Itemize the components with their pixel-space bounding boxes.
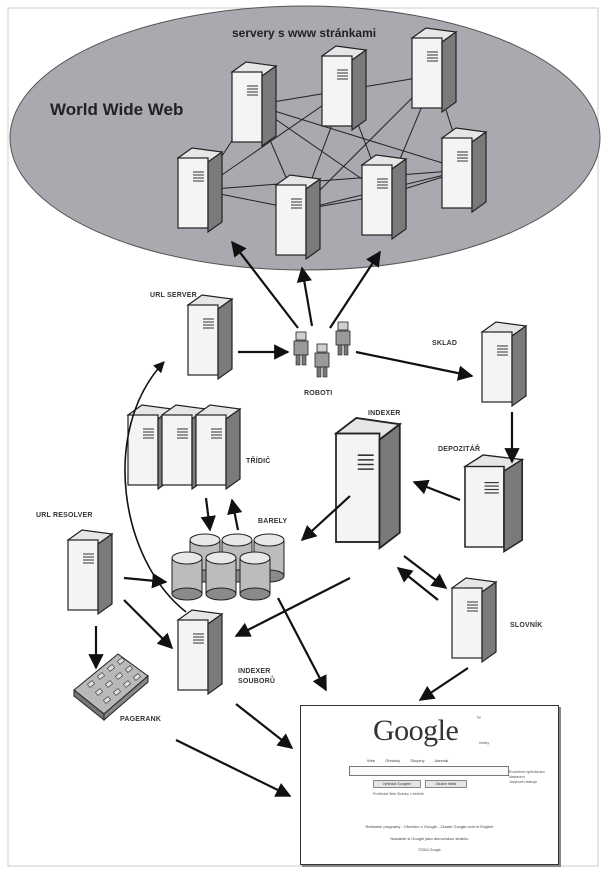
tab-web[interactable]: Web (367, 758, 376, 763)
barely-label: BARELY (258, 518, 288, 525)
web-server-2 (321, 45, 367, 131)
google-homepage: Google ™ česky Web Obrázky Skupiny Adres… (300, 705, 559, 865)
side-link-settings[interactable]: Nastavení (509, 775, 525, 779)
sklad-server-icon (481, 321, 527, 407)
tab-skupiny[interactable]: Skupiny (410, 758, 425, 763)
google-footer-homepage[interactable]: Nastavte si Google jako domovskou stránk… (390, 836, 469, 841)
side-link-advanced[interactable]: Rozšířené vyhledávání (509, 770, 545, 774)
url-server-icon (187, 294, 233, 380)
sklad-label: SKLAD (432, 340, 458, 347)
web-servers-label: servery s www stránkami (232, 26, 377, 40)
tridic-label: TŘÍDIČ (246, 458, 271, 465)
indexer-souboru-label-1: INDEXER (238, 668, 271, 675)
indexer-souboru-label-2: SOUBORŮ (238, 678, 276, 685)
barrels-icon (171, 533, 285, 601)
www-title: World Wide Web (50, 100, 184, 119)
indexer-label: INDEXER (368, 410, 401, 417)
tridic-servers-icon (127, 404, 241, 490)
side-link-tools[interactable]: Jazykové nástroje (509, 780, 538, 784)
url-resolver-label: URL RESOLVER (36, 512, 93, 519)
roboti-label: ROBOTI (304, 390, 333, 397)
google-tabs: Web Obrázky Skupiny Adresář (367, 758, 457, 763)
url-server-label: URL SERVER (150, 292, 197, 299)
google-search-button[interactable]: Vyhledat Googlem (373, 780, 421, 788)
google-trademark: ™ (476, 716, 481, 722)
depozitar-label: DEPOZITÁŘ (438, 446, 481, 453)
slovnik-server-icon (451, 577, 497, 663)
url-resolver-server-icon (67, 529, 113, 615)
pagerank-label: PAGERANK (120, 716, 162, 723)
google-search-input[interactable] (349, 766, 509, 776)
google-subtitle: česky (479, 740, 490, 745)
web-server-3 (411, 27, 457, 113)
tab-obrazky[interactable]: Obrázky (385, 758, 401, 763)
web-server-7 (441, 127, 487, 213)
indexer-souboru-server-icon (177, 609, 223, 695)
web-server-5 (275, 174, 321, 260)
indexer-server-icon (335, 417, 401, 550)
tab-adresar[interactable]: Adresář (434, 758, 449, 763)
depozitar-server-icon (464, 454, 523, 553)
google-lucky-button[interactable]: Zkusím štěstí (425, 780, 467, 788)
flow-arrows (88, 344, 520, 797)
google-search-options[interactable]: Prohledat Web Stránky v češtině (373, 792, 424, 796)
web-server-4 (177, 147, 223, 233)
google-footer-links[interactable]: Reklamní programy - Všechno o Google - Z… (365, 824, 494, 829)
curved-feedback-arrow (124, 361, 187, 613)
web-server-6 (361, 154, 407, 240)
arrows-robots-to-web (231, 240, 381, 329)
google-side-links: Rozšířené vyhledávání Nastavení Jazykové… (509, 770, 545, 785)
web-server-1 (231, 61, 277, 147)
pagerank-keypad-icon (73, 653, 149, 722)
slovnik-label: SLOVNÍK (510, 622, 543, 629)
robots-icon (293, 321, 351, 378)
google-copyright: ©2004 Google (418, 848, 441, 852)
google-logo: Google (373, 714, 459, 747)
